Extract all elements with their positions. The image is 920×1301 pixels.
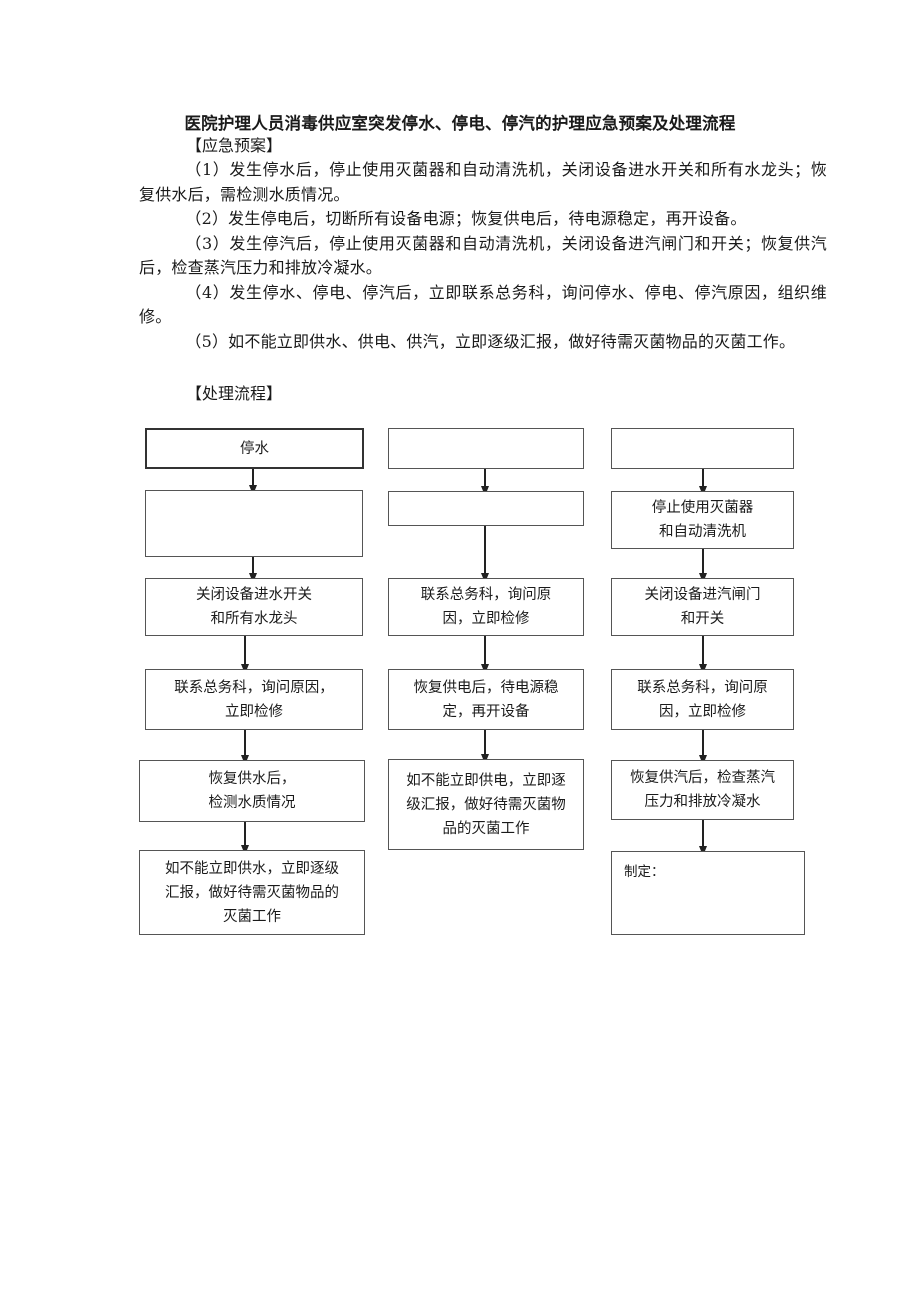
plan-item-2: （2）发生停电后，切断所有设备电源；恢复供电后，待电源稳定，再开设备。	[185, 209, 747, 228]
flow-box-power-step-2	[388, 491, 584, 526]
flow-box-steam-close-valves-label: 关闭设备进汽闸门 和开关	[644, 587, 761, 627]
flow-box-steam-restore: 恢复供汽后，检查蒸汽 压力和排放冷凝水	[611, 760, 794, 820]
plan-heading: 【应急预案】	[186, 136, 283, 155]
flow-box-water-close-valves: 关闭设备进水开关 和所有水龙头	[145, 578, 363, 636]
flow-box-power-restore-label: 恢复供电后，待电源稳 定，再开设备	[413, 679, 559, 720]
flow-box-steam-close-valves: 关闭设备进汽闸门 和开关	[611, 578, 794, 636]
flow-box-water-contact: 联系总务科，询问原因， 立即检修	[145, 669, 363, 730]
flow-box-water-start-label: 停水	[240, 440, 269, 457]
flow-box-power-restore: 恢复供电后，待电源稳 定，再开设备	[388, 669, 584, 730]
flow-box-water-step-2	[145, 490, 363, 557]
plan-item-4: （4）发生停水、停电、停汽后，立即联系总务科，询问停水、停电、停汽原因，组织维修…	[139, 282, 827, 327]
flow-box-water-close-valves-label: 关闭设备进水开关 和所有水龙头	[196, 587, 312, 627]
flow-box-steam-stop-equipment: 停止使用灭菌器 和自动清洗机	[611, 491, 794, 549]
document-title: 医院护理人员消毒供应室突发停水、停电、停汽的护理应急预案及处理流程	[184, 114, 736, 133]
flow-box-water-report: 如不能立即供水，立即逐级 汇报，做好待需灭菌物品的 灭菌工作	[139, 850, 365, 935]
flow-box-water-report-label: 如不能立即供水，立即逐级 汇报，做好待需灭菌物品的 灭菌工作	[165, 860, 339, 925]
flow-box-power-report-label: 如不能立即供电，立即逐 级汇报，做好待需灭菌物 品的灭菌工作	[406, 772, 566, 837]
flow-box-steam-contact-label: 联系总务科，询问原 因，立即检修	[637, 679, 768, 720]
flow-heading: 【处理流程】	[186, 384, 283, 403]
flow-box-water-contact-label: 联系总务科，询问原因， 立即检修	[174, 679, 334, 720]
plan-item-1: （1）发生停水后，停止使用灭菌器和自动清洗机，关闭设备进水开关和所有水龙头；恢复…	[139, 160, 827, 204]
flow-box-power-report: 如不能立即供电，立即逐 级汇报，做好待需灭菌物 品的灭菌工作	[388, 759, 584, 850]
plan-item-3: （3）发生停汽后，停止使用灭菌器和自动清洗机，关闭设备进汽闸门和开关；恢复供汽后…	[139, 233, 827, 278]
flow-box-power-start	[388, 428, 584, 469]
flow-box-author-note: 制定：	[611, 851, 805, 935]
plan-item-5: （5）如不能立即供水、供电、供汽，立即逐级汇报，做好待需灭菌物品的灭菌工作。	[185, 331, 796, 351]
flow-box-steam-start	[611, 428, 794, 469]
flow-box-power-contact: 联系总务科，询问原 因，立即检修	[388, 578, 584, 636]
flow-box-water-restore-label: 恢复供水后， 检测水质情况	[208, 771, 296, 811]
plan-body: （1）发生停水后，停止使用灭菌器和自动清洗机，关闭设备进水开关和所有水龙头；恢复…	[139, 158, 827, 354]
flow-box-steam-contact: 联系总务科，询问原 因，立即检修	[611, 669, 794, 730]
author-note-label: 制定：	[624, 864, 665, 880]
flow-box-steam-restore-label: 恢复供汽后，检查蒸汽 压力和排放冷凝水	[630, 770, 775, 810]
flow-box-water-restore: 恢复供水后， 检测水质情况	[139, 760, 365, 822]
flow-box-water-start: 停水	[145, 428, 364, 469]
flow-box-power-contact-label: 联系总务科，询问原 因，立即检修	[420, 587, 552, 627]
flow-box-steam-stop-equipment-label: 停止使用灭菌器 和自动清洗机	[651, 500, 754, 540]
